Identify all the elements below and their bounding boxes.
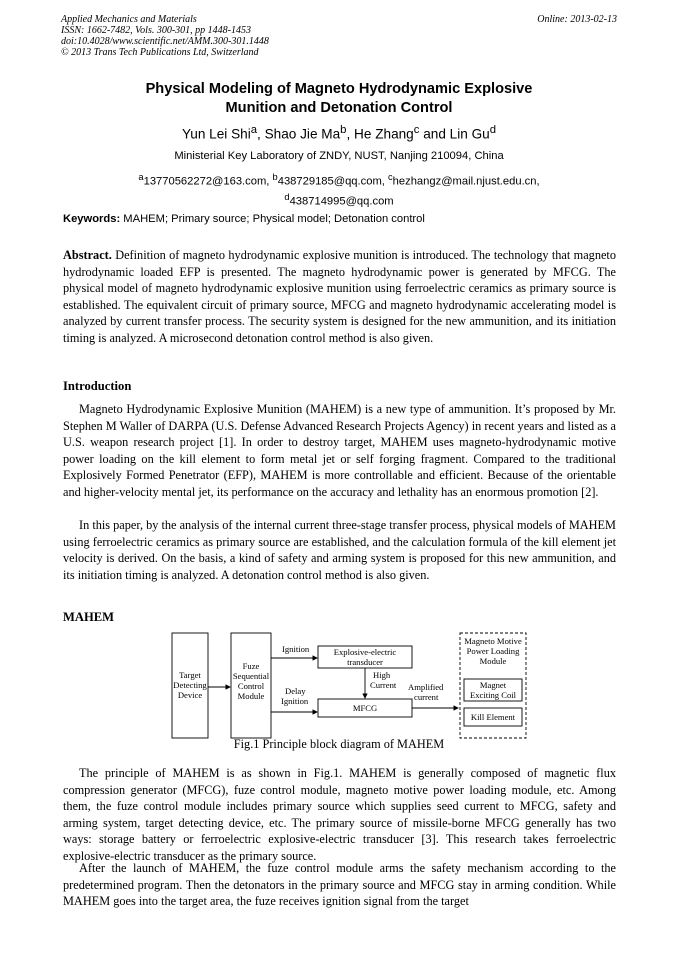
power-label: Power Loading [467,646,520,656]
author-list: Yun Lei Shia, Shao Jie Mab, He Zhangc an… [40,122,638,143]
mfcg-label: MFCG [353,703,377,713]
paper-title: Physical Modeling of Magneto Hydrodynami… [40,80,638,118]
email-mark: d [284,191,290,202]
block-diagram: Target Detecting Device Fuze Sequential … [168,632,530,740]
email-mark: a [138,172,144,182]
power-label: Module [480,656,507,666]
author-affil-mark: a [250,124,258,136]
title-line-2: Munition and Detonation Control [225,100,453,116]
high-current-label: Current [370,680,397,690]
abstract-text: Definition of magneto hydrodynamic explo… [63,248,616,345]
keywords: Keywords: MAHEM; Primary source; Physica… [63,212,619,226]
body-p1-text: The principle of MAHEM is as shown in Fi… [63,766,616,863]
author-affil-mark: c [413,124,420,136]
copyright-line: © 2013 Trans Tech Publications Ltd, Swit… [61,47,259,58]
abstract: Abstract. Definition of magneto hydrodyn… [63,247,616,347]
author-name: He Zhang [354,126,414,142]
body-paragraph-2: After the launch of MAHEM, the fuze cont… [63,860,616,910]
target-label: Target [179,670,201,680]
transducer-label: transducer [347,657,383,667]
amplified-label: current [414,692,439,702]
author-name: Yun Lei Shi [181,126,251,142]
author-name: Lin Gu [449,126,490,142]
magnet-coil-box [463,678,523,702]
introduction-heading: Introduction [63,379,132,393]
email-mark: b [272,172,278,182]
ignition-label: Ignition [282,644,310,654]
journal-name: Applied Mechanics and Materials [61,14,197,25]
fuze-label: Control [238,681,265,691]
target-device-box [171,632,209,739]
author-separator: , [346,126,355,142]
email-d: 438714995@qq.com [289,195,394,208]
delay-label: Delay [285,686,306,696]
intro-p2-text: In this paper, by the analysis of the in… [63,518,616,582]
author-affil-mark: d [489,124,497,136]
fuze-module-box [230,632,272,739]
keywords-label: Keywords: [63,213,121,225]
author-affil-mark: b [340,124,347,136]
author-name: Shao Jie Ma [264,126,341,142]
power-label: Magneto Motive [464,636,522,646]
power-loading-module [459,632,527,739]
author-separator: , [257,126,265,142]
high-current-label: High [373,670,391,680]
figure-caption: Fig.1 Principle block diagram of MAHEM [233,737,445,751]
email-b: 438729185@qq.com, [277,175,388,188]
body-p2-text: After the launch of MAHEM, the fuze cont… [63,861,616,909]
title-line-1: Physical Modeling of Magneto Hydrodynami… [145,81,533,97]
magnet-label: Magnet [480,680,507,690]
kill-element-box [463,707,523,727]
target-label: Device [178,690,203,700]
issn-line: ISSN: 1662-7482, Vols. 300-301, pp 1448-… [61,25,251,36]
target-label: Detecting [173,680,207,690]
email-c: hezhangz@mail.njust.edu.cn, [392,175,540,188]
magnet-label: Exciting Coil [470,690,517,700]
transducer-label: Explosive-electric [334,647,397,657]
keywords-text: MAHEM; Primary source; Physical model; D… [120,213,425,225]
amplified-label: Amplified [408,682,444,692]
fuze-label: Fuze [243,661,260,671]
fuze-label: Module [238,691,265,701]
affiliation: Ministerial Key Laboratory of ZNDY, NUST… [174,150,504,162]
author-separator: and [419,126,450,142]
block-diagram-svg: Target Detecting Device Fuze Sequential … [171,632,527,739]
email-a: 13770562272@163.com, [143,175,273,188]
abstract-label: Abstract. [63,248,112,262]
fuze-label: Sequential [233,671,270,681]
journal-header: Applied Mechanics and Materials ISSN: 16… [61,14,617,58]
intro-p1-text: Magneto Hydrodynamic Explosive Munition … [63,402,616,499]
doi-line: doi:10.4028/www.scientific.net/AMM.300-3… [61,36,269,47]
email-mark: c [388,172,393,182]
mahem-heading: MAHEM [63,610,115,624]
delay-label: Ignition [281,696,309,706]
author-emails: a13770562272@163.com, b438729185@qq.com,… [40,170,638,209]
online-date: Online: 2013-02-13 [537,14,617,25]
intro-paragraph-1: Magneto Hydrodynamic Explosive Munition … [63,401,616,501]
kill-label: Kill Element [471,712,516,722]
intro-paragraph-2: In this paper, by the analysis of the in… [63,517,616,583]
body-paragraph-1: The principle of MAHEM is as shown in Fi… [63,765,616,865]
